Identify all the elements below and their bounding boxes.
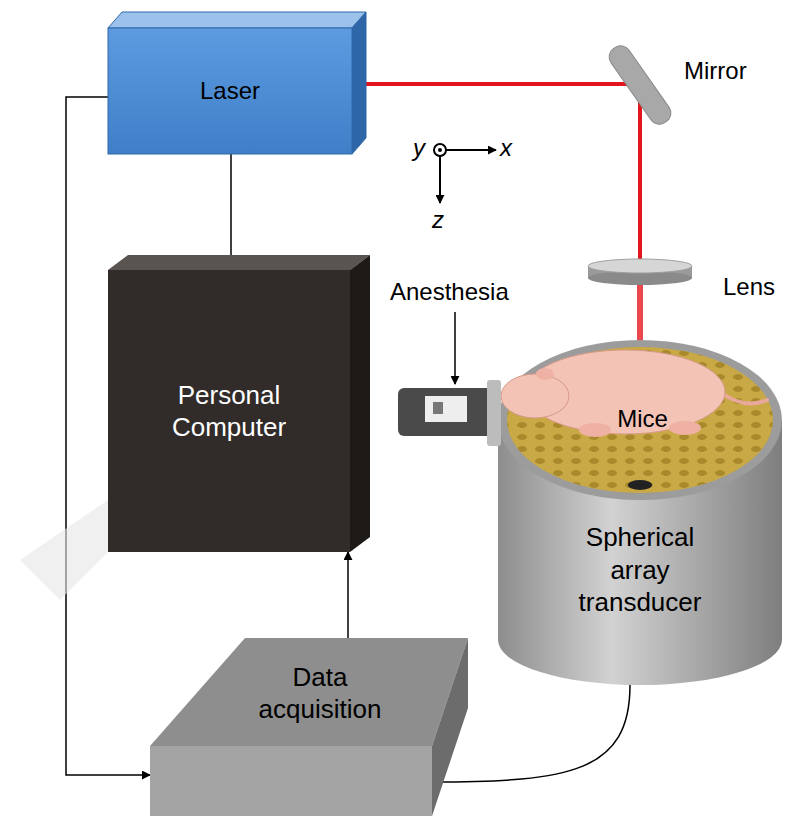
text-box: Personal Computer [139,270,319,552]
shape-outline [395,330,770,445]
mouse-figure: Mice [395,330,770,445]
axis-label: x [500,134,512,162]
node-label: Mirror [684,56,747,86]
node-label: Lens [723,272,775,302]
shadow [20,500,108,600]
laser-beam [638,83,642,259]
laser-box: Laser [108,12,366,154]
axis-label: z [432,206,444,234]
signal-arrow [230,154,232,270]
text-box: Mice [595,402,690,436]
node-label: Spherical array transducer [565,521,715,619]
text-box: Mirror [684,54,784,88]
computer-box: Personal Computer [108,255,370,552]
text-box: Laser [108,28,352,154]
axis-symbol [434,144,496,203]
text-box: Data acquisition [235,646,405,740]
node-label: Mice [617,404,668,434]
text-box: Spherical array transducer [565,510,715,630]
leader-arrow [454,312,456,384]
node-label: Laser [200,76,260,106]
laser-beam [352,82,640,86]
axis-label: y [413,134,425,162]
acquisition-box: Data acquisition [150,638,468,818]
text-box: Lens [723,272,793,302]
signal-arrow [347,552,349,638]
node-label: Personal Computer [139,379,319,444]
node-label: Data acquisition [235,661,405,726]
mirror-symbol: Mirror [600,30,790,135]
lens-symbol: Lens [585,252,795,302]
part-label: Anesthesia [390,278,509,306]
